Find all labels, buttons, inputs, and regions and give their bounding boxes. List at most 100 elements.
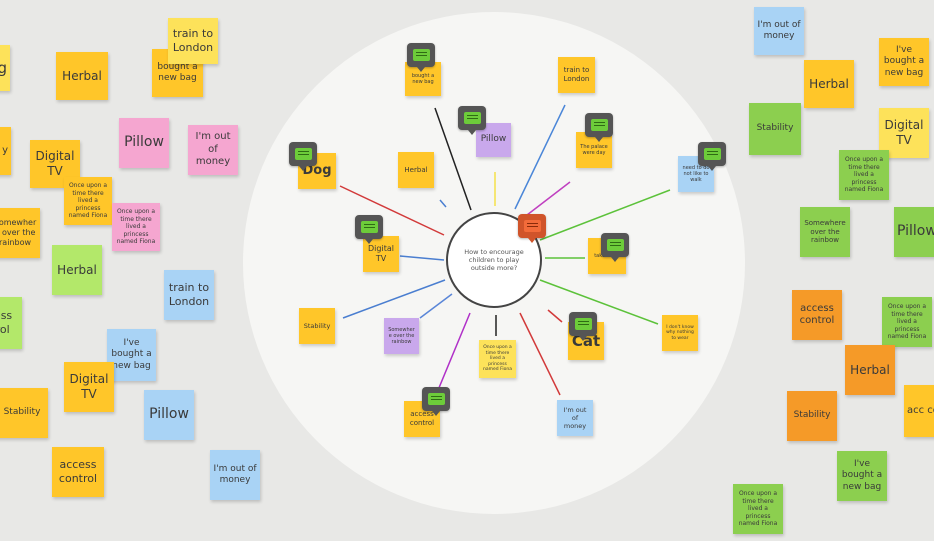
note-text: Herbal bbox=[404, 165, 428, 174]
note-text: I've bought a new bag bbox=[841, 459, 883, 492]
note-text: access control bbox=[799, 302, 835, 327]
sticky-note[interactable]: I've bought a new bag bbox=[837, 451, 887, 501]
comment-icon[interactable] bbox=[355, 215, 383, 244]
sticky-note[interactable]: I'm out of money bbox=[754, 7, 804, 55]
note-text: bought a new bag bbox=[411, 72, 435, 85]
comment-icon[interactable] bbox=[698, 142, 726, 171]
sticky-note[interactable]: Somewhere over the rainbow bbox=[800, 207, 850, 257]
note-text: acc cont bbox=[907, 404, 934, 416]
connector-line bbox=[539, 189, 671, 241]
note-text: train to London bbox=[563, 66, 590, 83]
sticky-note[interactable]: acc cont bbox=[904, 385, 934, 437]
note-text: Herbal bbox=[57, 262, 97, 277]
note-text: Stability bbox=[3, 407, 41, 418]
note-text: access control bbox=[409, 410, 435, 427]
note-text: Herbal bbox=[62, 68, 102, 83]
sticky-note[interactable]: I'm out of money bbox=[210, 450, 260, 500]
note-text: I'm out of money bbox=[563, 405, 587, 431]
sticky-note[interactable]: Herbal bbox=[398, 152, 434, 188]
sticky-note[interactable]: Somewhere over the rainbow bbox=[0, 208, 40, 258]
sticky-note[interactable]: Stability bbox=[299, 308, 335, 344]
sticky-note[interactable]: Pillow bbox=[894, 207, 934, 257]
sticky-note[interactable]: train to London bbox=[558, 57, 595, 93]
sticky-note[interactable]: Stability bbox=[749, 103, 801, 155]
connector-line bbox=[439, 199, 447, 208]
sticky-note[interactable]: Herbal bbox=[804, 60, 854, 108]
sticky-note[interactable]: access control bbox=[52, 447, 104, 497]
connector-line bbox=[399, 255, 445, 261]
note-text: Somewhere over the rainbow bbox=[0, 218, 37, 247]
sticky-note[interactable]: train to London bbox=[168, 18, 218, 64]
note-text: Pillow bbox=[897, 223, 934, 240]
comment-icon[interactable] bbox=[458, 106, 486, 135]
sticky-note[interactable]: y bbox=[0, 127, 11, 175]
sticky-note[interactable]: Herbal bbox=[845, 345, 895, 395]
sticky-note[interactable]: Pillow bbox=[144, 390, 194, 440]
note-text: train to London bbox=[172, 27, 214, 54]
sticky-note[interactable]: Stability bbox=[0, 388, 48, 438]
note-text: Digital TV bbox=[69, 372, 109, 401]
sticky-note[interactable]: Herbal bbox=[56, 52, 108, 100]
sticky-note[interactable]: Stability bbox=[787, 391, 837, 441]
sticky-note[interactable]: ccess ntrol bbox=[0, 297, 22, 349]
comment-icon[interactable] bbox=[585, 113, 613, 142]
sticky-note[interactable]: access control bbox=[792, 290, 842, 340]
central-topic-label: How to encourage children to play outsid… bbox=[464, 248, 524, 272]
sticky-note[interactable]: Once upon a time there lived a princess … bbox=[64, 177, 112, 225]
note-text: I'm out of money bbox=[195, 131, 231, 168]
note-text: Stability bbox=[793, 410, 831, 421]
comment-icon[interactable] bbox=[518, 214, 546, 243]
note-text: ccess ntrol bbox=[0, 309, 13, 336]
sticky-note[interactable]: Once upon a time there lived a princess … bbox=[112, 203, 160, 251]
sticky-note[interactable]: Digital TV bbox=[879, 108, 929, 158]
note-text: Digital TV bbox=[368, 244, 394, 263]
note-text: I'm out of money bbox=[757, 19, 801, 41]
note-text: Pillow bbox=[480, 134, 507, 145]
connector-line bbox=[342, 279, 446, 319]
sticky-note[interactable]: Once upon a time there lived a princess … bbox=[882, 297, 932, 347]
note-text: Digital TV bbox=[884, 118, 924, 147]
sticky-note[interactable]: I've bought a new bag bbox=[879, 38, 929, 86]
sticky-note[interactable]: train to London bbox=[164, 270, 214, 320]
sticky-note[interactable]: Once upon a time there lived a princess … bbox=[479, 340, 516, 378]
note-text: I've bought a new bag bbox=[111, 338, 152, 371]
note-text: Stability bbox=[303, 321, 331, 330]
sticky-note[interactable]: Digital TV bbox=[64, 362, 114, 412]
sticky-note[interactable]: I'm out of money bbox=[557, 400, 593, 436]
note-text: Stability bbox=[756, 123, 794, 134]
sticky-note[interactable]: Somewhere over the rainbow bbox=[384, 318, 419, 354]
note-text: Once upon a time there lived a princess … bbox=[738, 490, 778, 528]
note-text: Somewhere over the rainbow bbox=[388, 326, 415, 346]
note-text: I don't know why nothing to wear bbox=[666, 324, 694, 341]
note-text: Once upon a time there lived a princess … bbox=[844, 156, 884, 194]
sticky-note[interactable]: Once upon a time there lived a princess … bbox=[839, 150, 889, 200]
comment-icon[interactable] bbox=[289, 142, 317, 171]
connector-line bbox=[435, 312, 471, 396]
note-text: Pillow bbox=[149, 406, 189, 423]
connector-line bbox=[514, 104, 566, 210]
note-text: Somewhere over the rainbow bbox=[804, 218, 846, 245]
note-text: Dog bbox=[302, 162, 332, 178]
note-text: train to London bbox=[168, 281, 210, 308]
note-text: The palace were day bbox=[580, 143, 608, 156]
sticky-note[interactable]: Herbal bbox=[52, 245, 102, 295]
note-text: I'm out of money bbox=[213, 463, 257, 485]
connector-line bbox=[526, 181, 571, 216]
comment-icon[interactable] bbox=[569, 312, 597, 341]
note-text: Pillow bbox=[124, 134, 164, 151]
sticky-note[interactable]: g bbox=[0, 45, 10, 91]
connector-line bbox=[539, 279, 659, 325]
connector-line bbox=[339, 185, 445, 236]
comment-icon[interactable] bbox=[422, 387, 450, 416]
sticky-note[interactable]: I don't know why nothing to wear bbox=[662, 315, 698, 351]
sticky-note[interactable]: I've bought a new bag bbox=[107, 329, 156, 381]
sticky-note[interactable]: I'm out of money bbox=[188, 125, 238, 175]
comment-icon[interactable] bbox=[407, 43, 435, 72]
note-text: Once upon a time there lived a princess … bbox=[483, 344, 512, 373]
note-text: need to do not like to walk bbox=[682, 164, 710, 184]
sticky-note[interactable]: Pillow bbox=[119, 118, 169, 168]
sticky-note[interactable]: The palace were day bbox=[576, 132, 612, 168]
sticky-note[interactable]: Once upon a time there lived a princess … bbox=[733, 484, 783, 534]
comment-icon[interactable] bbox=[601, 233, 629, 262]
